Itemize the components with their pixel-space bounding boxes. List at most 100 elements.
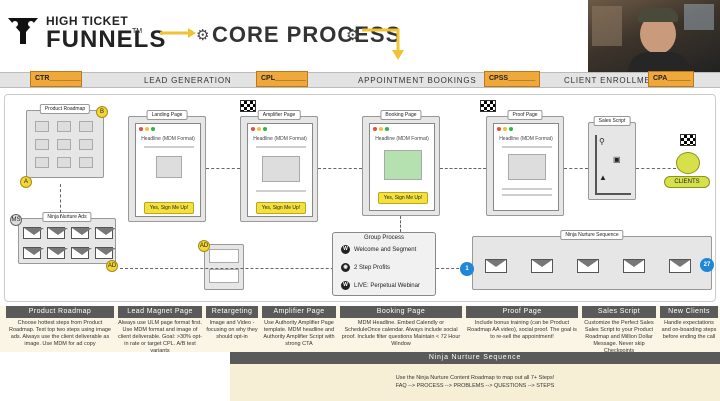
- ninja-nurture-sequence-title: Ninja Nurture Sequence: [230, 352, 720, 364]
- band-appointment-bookings: APPOINTMENT BOOKINGS: [358, 76, 477, 85]
- headline-text: Headline (MDM Format): [499, 136, 553, 142]
- headline-text: Headline (MDM Format): [253, 136, 307, 142]
- window-dots: [373, 127, 389, 131]
- connector-line: [206, 168, 240, 169]
- headline-text: Headline (MDM Format): [375, 136, 429, 142]
- thumbnail: [35, 121, 49, 132]
- window-dots: [139, 127, 155, 131]
- email-ad-icon: [71, 247, 92, 259]
- description-lead-magnet-page: Always use ULM page format first. Use MD…: [118, 320, 202, 354]
- webcam-background-shelf: [592, 6, 622, 46]
- description-proof-page: Include bonus training (can be Product R…: [467, 320, 577, 340]
- email-icon: [531, 259, 553, 273]
- gear-icon: ⚙: [196, 27, 210, 44]
- description-amplifier-page: Use Authority Amplifier Page template. M…: [263, 320, 335, 347]
- email-ad-icon: [95, 247, 116, 259]
- book-button[interactable]: Yes, Sign Me Up!: [378, 192, 428, 204]
- stage-tag-ctr: CTR________: [30, 71, 82, 87]
- sales-script-panel: Sales Script ⚲ ▣ ▲: [588, 116, 636, 200]
- browser-mockup: Headline (MDM Format): [493, 123, 559, 211]
- clients-badge: CLIENTS: [664, 176, 710, 188]
- checkered-flag-icon: [680, 134, 696, 146]
- checkered-flag-icon: [240, 100, 256, 112]
- gear-icon: ⚙: [346, 27, 360, 44]
- band-client-enrollment: CLIENT ENROLLMENT: [564, 76, 663, 85]
- email-ad-icon: [23, 227, 44, 239]
- group-process-panel: Group Process W Welcome and Segment ◉ 2 …: [332, 232, 436, 296]
- text-line: [144, 146, 194, 148]
- sequence-end-badge: 27: [700, 258, 714, 272]
- thumbnail: [57, 157, 71, 168]
- tab-sales-script: Sales Script: [582, 306, 656, 318]
- checkered-flag-icon: [480, 100, 496, 112]
- nn-line-2: FAQ --> PROCESS --> PROBLEMS --> QUESTIO…: [395, 383, 555, 389]
- email-ad-icon: [23, 247, 44, 259]
- thumbnail: [35, 139, 49, 150]
- script-path: [595, 135, 631, 195]
- signup-button[interactable]: Yes, Sign Me Up!: [256, 202, 306, 214]
- browser-mockup: Headline (MDM Format) Yes, Sign Me Up!: [247, 123, 313, 217]
- window-dots: [251, 127, 267, 131]
- connector-line: [60, 184, 61, 218]
- logo-trademark: TM: [132, 28, 143, 35]
- group-item: ◉ 2 Step Profits: [341, 263, 390, 272]
- connector-line: [318, 168, 362, 169]
- tab-lead-magnet-page: Lead Magnet Page: [118, 306, 202, 318]
- retarget-video: [209, 269, 239, 283]
- panel-title: Landing Page: [146, 110, 188, 120]
- email-icon: [623, 259, 645, 273]
- variant-a-badge: A: [20, 176, 32, 188]
- description-booking-page: MDM Headline. Embed Calendly or Schedule…: [341, 320, 461, 347]
- logo-main-text: FUNNELS: [46, 26, 167, 53]
- arrow-right-icon: [160, 28, 196, 38]
- person-cap: [638, 8, 678, 22]
- text-line: [502, 188, 552, 190]
- email-icon: [577, 259, 599, 273]
- headline-text: Headline (MDM Format): [141, 136, 195, 142]
- tab-new-clients: New Clients: [660, 306, 718, 318]
- tab-booking-page: Booking Page: [340, 306, 462, 318]
- signup-button[interactable]: Yes, Sign Me Up!: [144, 202, 194, 214]
- graduation-cap-icon: ▲: [599, 173, 607, 182]
- webcam-window: [684, 4, 714, 30]
- logo-top-text: HIGH TICKET: [46, 14, 129, 28]
- group-item-label: LIVE: Perpetual Webinar: [354, 282, 420, 289]
- logo-icon: [8, 18, 38, 44]
- text-line: [256, 146, 306, 148]
- panel-title: Proof Page: [507, 110, 543, 120]
- stage-tag-cpss: CPSS_______: [484, 71, 540, 87]
- description-retargeting: Image and Video - focusing on why they s…: [206, 320, 258, 340]
- thumbnail: [79, 121, 93, 132]
- connector-line: [564, 168, 588, 169]
- description-product-roadmap: Choose hottest steps from Product Roadma…: [8, 320, 111, 347]
- trophy-icon: [676, 152, 700, 174]
- group-item-label: Welcome and Segment: [354, 246, 417, 253]
- text-line: [502, 194, 552, 196]
- email-ad-icon: [95, 227, 116, 239]
- ms-badge: MS: [10, 214, 22, 226]
- email-ad-icon: [47, 247, 68, 259]
- nn-line-1: Use the Ninja Nurture Content Roadmap to…: [395, 375, 555, 381]
- text-line: [502, 146, 552, 148]
- stage-band: LEAD GENERATION APPOINTMENT BOOKINGS CLI…: [0, 71, 720, 88]
- search-icon: ⚲: [599, 137, 605, 146]
- email-ad-icon: [47, 227, 68, 239]
- description-sales-script: Customize the Perfect Sales Sales Script…: [584, 320, 654, 354]
- ninja-nurture-sequence-panel: Ninja Nurture Sequence: [472, 230, 712, 290]
- thumbnail: [79, 139, 93, 150]
- tab-proof-page: Proof Page: [466, 306, 578, 318]
- page-title: CORE PROCESS: [212, 22, 402, 47]
- arrow-down-icon: [362, 28, 404, 60]
- email-icon: [669, 259, 691, 273]
- panel-title: Ninja Nurture Sequence: [560, 230, 624, 240]
- person-shirt: [628, 52, 690, 72]
- ninja-nurture-ads-panel: Ninja Nurture Ads: [18, 212, 116, 264]
- variant-b-badge: B: [96, 106, 108, 118]
- blank-area: [0, 352, 230, 401]
- ninja-nurture-area: [230, 364, 720, 401]
- booking-page-panel: Booking Page Headline (MDM Format) Yes, …: [362, 110, 440, 216]
- description-new-clients: Handle expectations and on-boarding step…: [661, 320, 717, 340]
- retarget-image: [209, 249, 239, 263]
- tab-amplifier-page: Amplifier Page: [262, 306, 336, 318]
- webcam-video: [588, 0, 720, 72]
